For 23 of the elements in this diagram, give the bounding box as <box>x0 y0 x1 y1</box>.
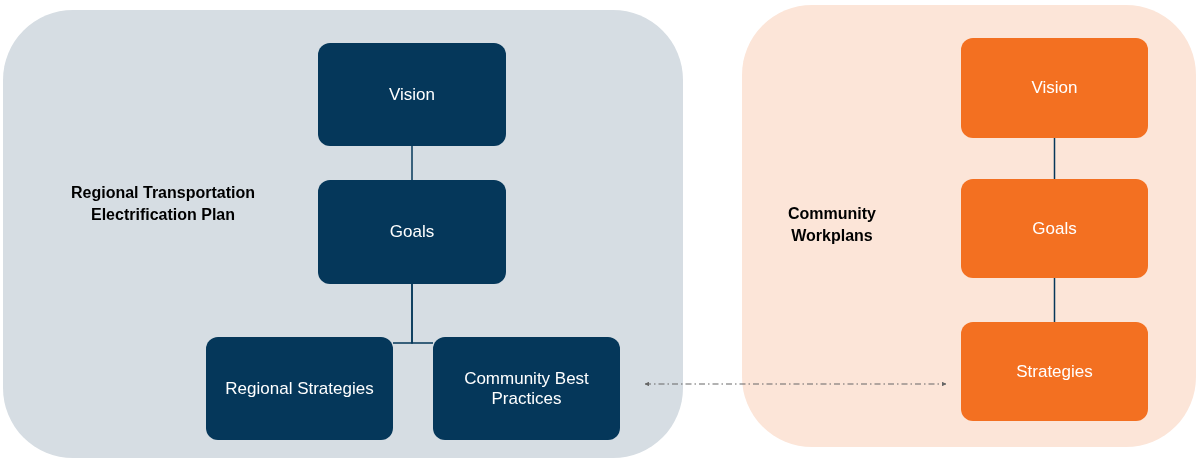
arrow <box>644 381 947 387</box>
process-box <box>318 180 506 284</box>
process-box <box>206 337 393 440</box>
box-label: Regional Strategies <box>225 378 374 399</box>
connector-line <box>1053 137 1056 180</box>
connector-line <box>1053 277 1056 323</box>
group-panel <box>3 10 683 458</box>
process-box <box>961 38 1148 138</box>
box-label: Strategies <box>1016 361 1093 382</box>
process-box <box>961 179 1148 278</box>
group-panel <box>742 5 1196 447</box>
process-box <box>433 337 620 440</box>
box-label: Goals <box>389 222 435 242</box>
connector-line <box>411 145 413 181</box>
box-label: Vision <box>1031 78 1078 98</box>
connector-line <box>411 283 434 344</box>
box-label: Community Best Practices <box>463 368 590 409</box>
box-label: Goals <box>1032 218 1077 239</box>
process-box <box>961 322 1148 421</box>
process-box <box>318 43 506 146</box>
box-label: Vision <box>389 84 435 105</box>
panel-heading: Community Workplans <box>787 204 877 247</box>
panel-heading: Regional Transportation Electrification Plan <box>70 183 256 226</box>
